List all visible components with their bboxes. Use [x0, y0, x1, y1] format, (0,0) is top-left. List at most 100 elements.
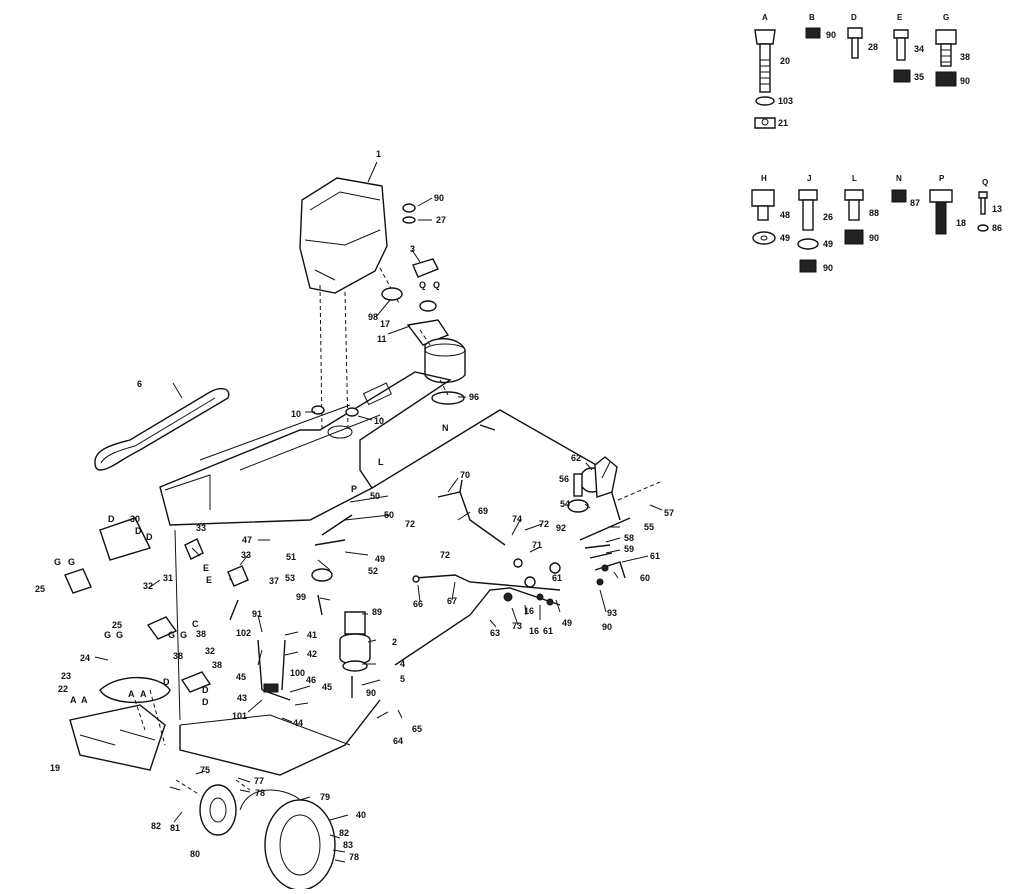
washer-icon [797, 238, 819, 250]
callout-53: 53 [285, 573, 295, 583]
callout-42: 42 [307, 649, 317, 659]
nut-icon [893, 69, 911, 83]
wheel-hub [199, 784, 237, 836]
hardware-letter: A [762, 13, 768, 22]
clevis [412, 575, 420, 583]
clip [381, 287, 403, 301]
callout-72: 72 [539, 519, 549, 529]
callout-D: D [202, 685, 209, 695]
bracket [412, 258, 439, 278]
hardware-part: 103 [778, 96, 793, 106]
callout-D: D [135, 526, 142, 536]
hardware-letter: B [809, 13, 815, 22]
callout-24: 24 [80, 653, 90, 663]
hardware-Q: Q 13 86 [977, 178, 1002, 233]
air-cleaner [424, 338, 466, 384]
nut-icon [799, 259, 817, 273]
callout-90: 90 [434, 193, 444, 203]
hardware-letter: L [852, 174, 857, 183]
callout-32: 32 [205, 646, 215, 656]
bolt [573, 473, 583, 497]
linkage-rod [414, 574, 561, 591]
frame-top [159, 371, 452, 526]
callout-93: 93 [607, 608, 617, 618]
callout-D: D [146, 532, 153, 542]
callout-17: 17 [380, 319, 390, 329]
bolt-icon [798, 189, 818, 201]
hardware-L: L 88 90 [844, 174, 879, 245]
callout-22: 22 [58, 684, 68, 694]
callout-90: 90 [366, 688, 376, 698]
mount-bracket [99, 517, 151, 561]
callout-6: 6 [137, 379, 142, 389]
callout-77: 77 [254, 776, 264, 786]
hardware-part: 86 [992, 223, 1002, 233]
callout-99: 99 [296, 592, 306, 602]
callout-23: 23 [61, 671, 71, 681]
hardware-B: B 90 [805, 13, 836, 40]
callout-2: 2 [392, 637, 397, 647]
hardware-letter: G [943, 13, 949, 22]
hardware-part: 48 [780, 210, 790, 220]
transmission [69, 704, 166, 771]
callout-D: D [163, 677, 170, 687]
callout-11: 11 [377, 334, 387, 344]
callout-50: 50 [384, 510, 394, 520]
callout-61: 61 [543, 626, 553, 636]
callout-78: 78 [255, 788, 265, 798]
pivot-bracket [594, 456, 618, 498]
callout-82: 82 [339, 828, 349, 838]
callout-10: 10 [374, 416, 384, 426]
bracket [227, 565, 249, 587]
hardware-part: 90 [869, 233, 879, 243]
callout-10: 10 [291, 409, 301, 419]
callout-90: 90 [602, 622, 612, 632]
callout-102: 102 [236, 628, 251, 638]
hardware-E: E 34 35 [893, 13, 924, 83]
bolt-icon [844, 189, 864, 201]
callout-81: 81 [170, 823, 180, 833]
clamp [419, 300, 437, 312]
callout-E: E [203, 563, 209, 573]
hardware-part: 18 [956, 218, 966, 228]
hardware-letter: N [896, 174, 902, 183]
callout-A: A [81, 695, 88, 705]
callout-E: E [206, 575, 212, 585]
callout-45: 45 [236, 672, 246, 682]
callout-59: 59 [624, 544, 634, 554]
callout-83: 83 [343, 840, 353, 850]
spacer [311, 568, 333, 582]
callout-75: 75 [200, 765, 210, 775]
hardware-part: 90 [823, 263, 833, 273]
callout-41: 41 [307, 630, 317, 640]
callout-D: D [202, 697, 209, 707]
callout-58: 58 [624, 533, 634, 543]
callout-74: 74 [512, 514, 522, 524]
hardware-part: 49 [823, 239, 833, 249]
bracket [184, 538, 204, 560]
callout-101: 101 [232, 711, 247, 721]
callout-D: D [108, 514, 115, 524]
hardware-key: A 20 103 21 B 90 D 28 E 34 [751, 13, 1002, 273]
gasket [431, 391, 465, 405]
callout-L: L [378, 457, 384, 467]
callout-labels: 1 90 27 3 Q Q 98 17 11 96 N 6 10 10 L P … [35, 149, 674, 862]
callout-33: 33 [241, 550, 251, 560]
callout-56: 56 [559, 474, 569, 484]
washer [342, 660, 368, 672]
hardware-part: 49 [780, 233, 790, 243]
rod [579, 517, 631, 541]
callout-55: 55 [644, 522, 654, 532]
callout-54: 54 [560, 499, 570, 509]
hardware-part: 20 [780, 56, 790, 66]
callout-G: G [68, 557, 75, 567]
callout-40: 40 [356, 810, 366, 820]
callout-44: 44 [293, 718, 303, 728]
callout-25: 25 [112, 620, 122, 630]
callout-70: 70 [460, 470, 470, 480]
drive-belt [94, 387, 230, 471]
callout-92: 92 [556, 523, 566, 533]
callout-A: A [128, 689, 135, 699]
rear-tire [264, 799, 336, 891]
